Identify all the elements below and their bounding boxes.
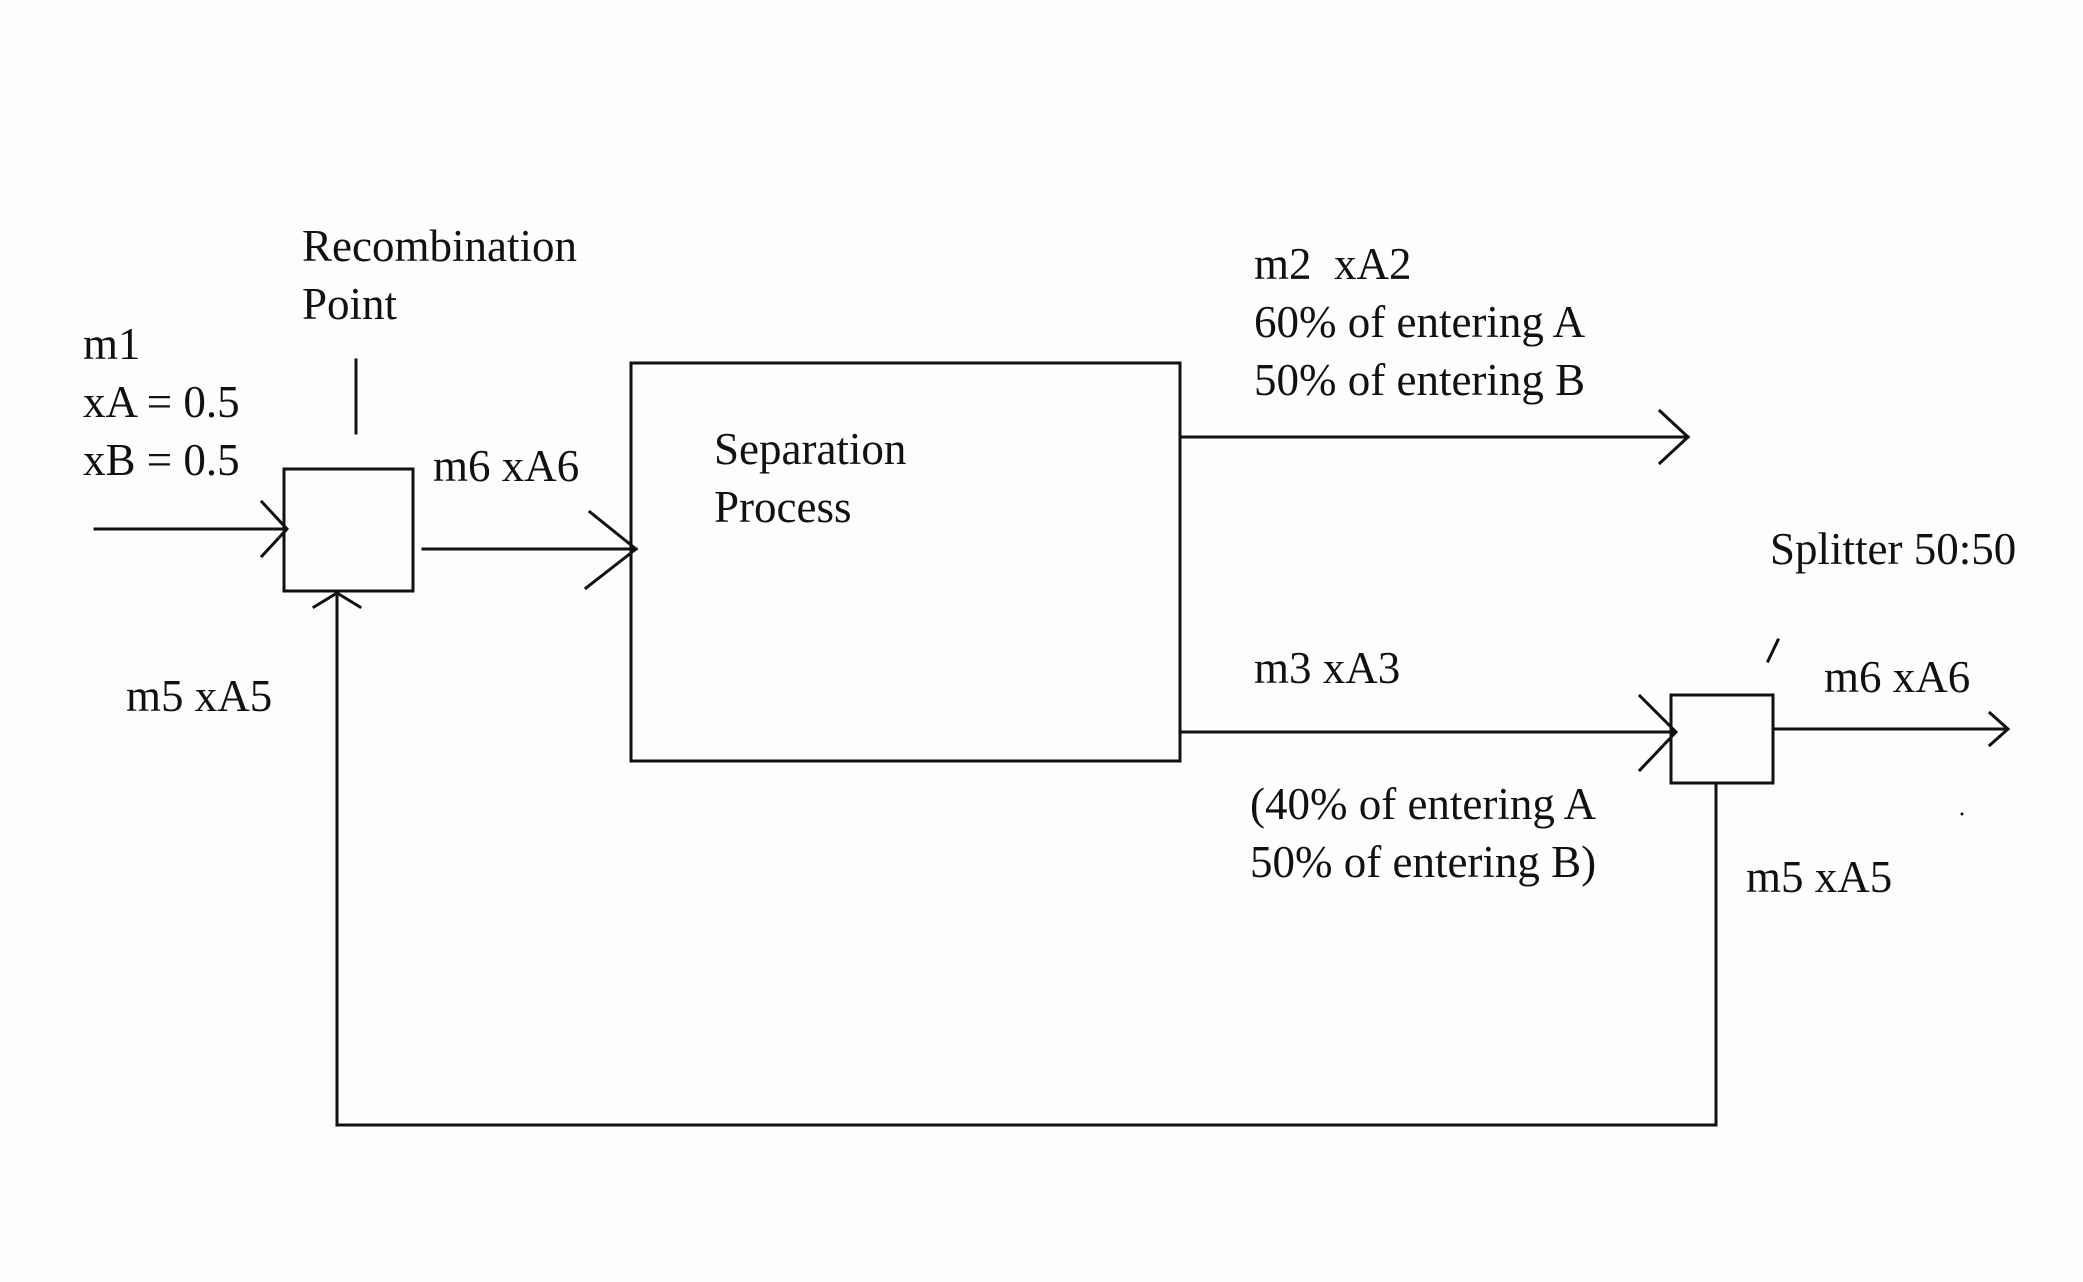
top-stream-label-b: 50% of entering B — [1254, 355, 1586, 405]
splitter-label-text: Splitter 50:50 — [1770, 524, 2017, 574]
splitter-recycle-label-text: m5 xA5 — [1746, 852, 1893, 902]
splitter-out-label-text: m6 xA6 — [1824, 652, 1971, 702]
recycle-loop-line — [335, 591, 1718, 1127]
splitter-out-arrowhead — [1987, 710, 2011, 748]
separator-label-line-1: Separation — [714, 424, 907, 474]
splitter-box — [1669, 693, 1775, 785]
top-stream-label-a: 60% of entering A — [1254, 297, 1586, 347]
bottom-stream-note-a: (40% of entering A — [1250, 779, 1597, 829]
bottom-stream-note-b: 50% of entering B) — [1250, 837, 1597, 887]
mixer-out-arrowhead — [583, 509, 639, 591]
recombination-label-line-1: Recombination — [302, 221, 577, 271]
top-stream-arrowhead — [1657, 408, 1691, 466]
feed-arrowhead — [259, 499, 290, 559]
bottom-stream-label: m3 xA3 — [1254, 639, 1400, 697]
splitter-pointer — [1766, 638, 1780, 663]
recombination-label: Recombination Point — [302, 217, 577, 333]
feed-label-xb: xB = 0.5 — [83, 435, 240, 485]
top-stream-label: m2 xA2 60% of entering A 50% of entering… — [1254, 235, 1585, 409]
recombination-box — [282, 467, 415, 593]
recycle-in-label-text: m5 xA5 — [126, 671, 273, 721]
bottom-stream-note: (40% of entering A 50% of entering B) — [1250, 775, 1596, 891]
bottom-stream-label-text: m3 xA3 — [1254, 643, 1401, 693]
recombination-label-line-2: Point — [302, 279, 398, 329]
feed-label: m1 xA = 0.5 xB = 0.5 — [83, 315, 240, 489]
bottom-stream-arrowhead — [1637, 693, 1679, 773]
recycle-arrowhead — [311, 591, 363, 610]
feed-label-flow: m1 — [83, 319, 141, 369]
splitter-label: Splitter 50:50 — [1770, 520, 2016, 578]
separator-box — [629, 361, 1182, 763]
recycle-in-label: m5 xA5 — [126, 667, 272, 725]
stray-dot — [1960, 812, 1964, 816]
feed-label-xa: xA = 0.5 — [83, 377, 240, 427]
separator-label-line-2: Process — [714, 482, 852, 532]
mixer-out-label: m6 xA6 — [433, 437, 579, 495]
splitter-out-label: m6 xA6 — [1824, 648, 1970, 706]
mixer-out-label-text: m6 xA6 — [433, 441, 580, 491]
separator-label: Separation Process — [714, 420, 906, 536]
top-stream-label-flow: m2 xA2 — [1254, 239, 1412, 289]
splitter-recycle-label: m5 xA5 — [1746, 848, 1892, 906]
